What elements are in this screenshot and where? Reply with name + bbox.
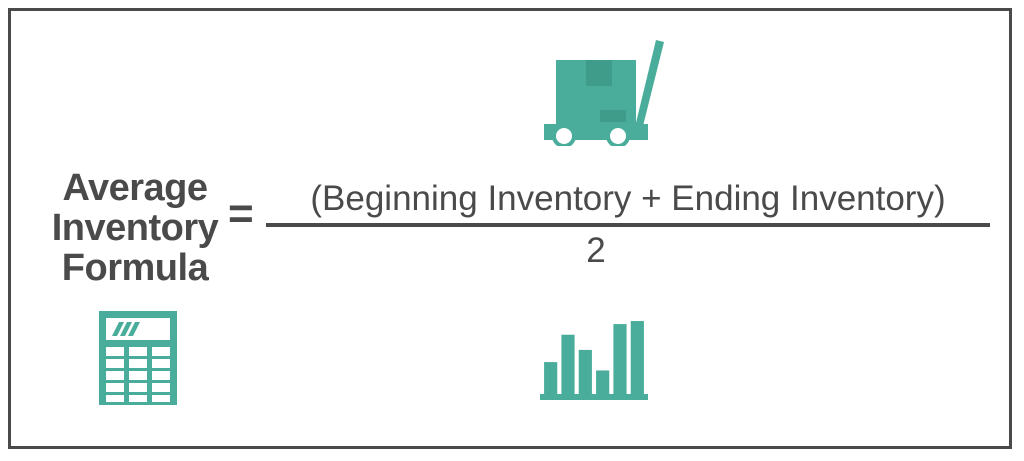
page-title-line-1: Average	[62, 167, 208, 209]
bar-chart-bar	[630, 321, 644, 394]
bar-chart-bar	[561, 334, 575, 394]
page-title: Average Inventory Formula	[40, 168, 230, 288]
bar-chart-bar	[544, 362, 558, 394]
equals-sign: =	[228, 189, 254, 238]
bar-chart-bar	[578, 349, 592, 394]
bar-chart-svg	[540, 321, 648, 400]
page-title-line-3: Formula	[61, 247, 209, 289]
bar-chart-bar	[613, 324, 627, 394]
bar-chart-icon	[538, 316, 650, 402]
fraction-numerator: (Beginning Inventory + Ending Inventory)	[310, 179, 946, 218]
page-title-line-2: Inventory	[51, 207, 219, 249]
bar-chart-baseline	[540, 394, 648, 400]
fraction-denominator: 2	[586, 231, 606, 270]
diagram-border	[8, 8, 1012, 449]
formula-fraction: (Beginning Inventory + Ending Inventory)…	[266, 178, 990, 271]
calculator-icon	[99, 311, 177, 405]
fraction-bar	[266, 223, 990, 227]
hand-cart-with-box-icon	[538, 38, 678, 148]
bar-chart-bar	[596, 370, 610, 394]
